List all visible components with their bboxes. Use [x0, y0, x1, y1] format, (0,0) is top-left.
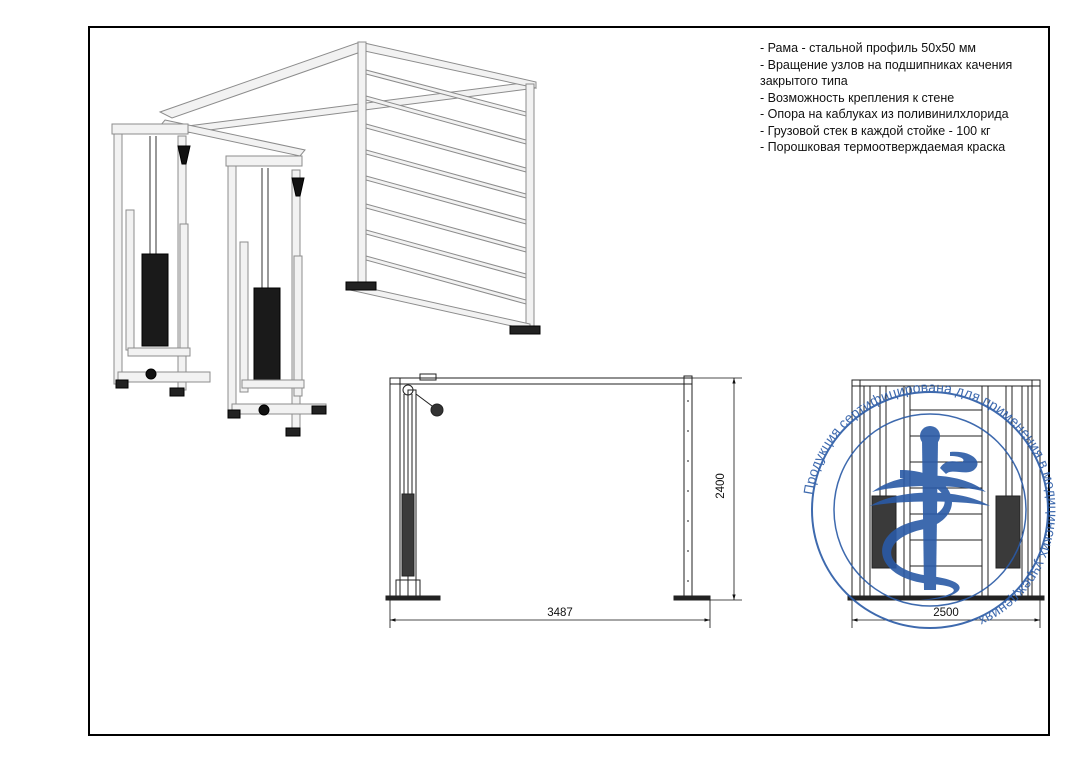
- width-dimension-label: 3487: [547, 607, 573, 619]
- side-view: [385, 373, 711, 601]
- spec-item-bearings: - Вращение узлов на подшипниках качения …: [760, 57, 1013, 89]
- isometric-view: [111, 41, 541, 437]
- front-width-dimension-label: 2500: [933, 607, 959, 619]
- right-cable-column: [225, 155, 327, 437]
- spec-item-wall-mount: - Возможность крепления к стене: [760, 90, 955, 105]
- height-dimension-label: 2400: [715, 473, 727, 499]
- caduceus-icon: [870, 426, 990, 600]
- spec-item-frame: - Рама - стальной профиль 50x50 мм: [760, 41, 977, 55]
- spec-item-feet: - Опора на каблуках из поливинилхлорида: [760, 107, 1009, 121]
- drawing-frame: [88, 26, 1050, 736]
- wall-bars-rungs: [365, 69, 527, 305]
- spec-item-weight-stack: - Грузовой стек в каждой стойке - 100 кг: [760, 123, 991, 138]
- spec-item-paint: - Порошковая термоотверждаемая краска: [760, 140, 1006, 154]
- dimension-lines: [389, 377, 1041, 628]
- left-cable-column: [111, 123, 211, 397]
- spec-list: - Рама - стальной профиль 50x50 мм - Вра…: [760, 40, 1050, 156]
